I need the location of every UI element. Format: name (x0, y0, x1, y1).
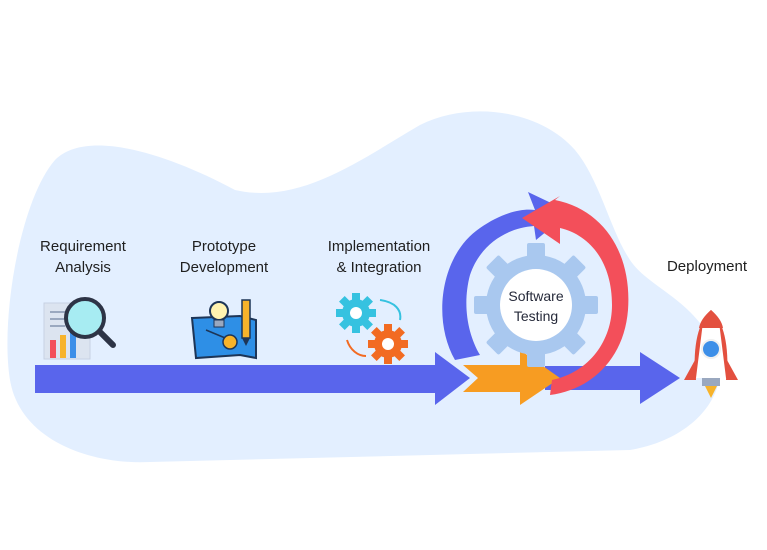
stage-label-implementation: Implementation & Integration (327, 238, 431, 276)
testing-gear-icon (474, 243, 598, 367)
red-cycle-arrow (522, 196, 629, 395)
rocket-icon (684, 310, 738, 398)
blueprint-lightbulb-icon (190, 299, 257, 360)
stage-label-requirement: Requirement Analysis (40, 238, 126, 276)
blue-cycle-arrow (442, 192, 570, 360)
stage-label-prototype: Prototype Development (179, 238, 269, 276)
stage-label-deployment: Deployment (666, 258, 748, 275)
stage-label-testing: Software Testing (508, 288, 564, 324)
magnifier-report-icon (43, 297, 116, 360)
main-timeline-arrow (35, 352, 470, 405)
gears-icon (336, 293, 408, 364)
